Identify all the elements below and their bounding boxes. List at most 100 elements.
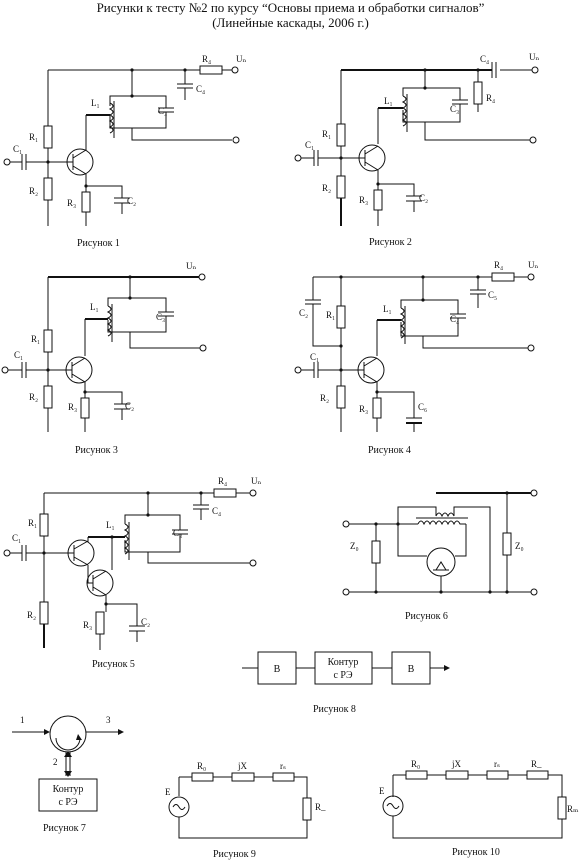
- label-r1: R₁: [322, 129, 331, 139]
- figure-9: E R₀ jX rₛ R_ Рисунок 9: [165, 761, 326, 860]
- caption-fig-4: Рисунок 4: [368, 445, 411, 456]
- figure-5: R₄ Uₙ C₄ L₁ C₃ R₁ C₁ R₂ R₃ C₂ Рисунок 5: [3, 476, 261, 670]
- caption-fig-10: Рисунок 10: [452, 847, 500, 858]
- label-c2: C₂: [299, 308, 308, 318]
- page-title: Рисунки к тесту №2 по курсу “Основы прие…: [96, 0, 485, 15]
- caption-fig-8: Рисунок 8: [313, 704, 356, 715]
- figure-6: Z₀ Z₀ Рисунок 6: [342, 489, 538, 622]
- resistor-rm: [557, 796, 567, 820]
- label-un: Uₙ: [186, 261, 196, 271]
- label-c1: C₁: [305, 140, 314, 150]
- terminal-in: [3, 158, 11, 166]
- terminal-in: [1, 366, 9, 374]
- label-c1: C₁: [12, 533, 21, 543]
- resistor-r1: [336, 123, 346, 147]
- label-un: Uₙ: [529, 52, 539, 62]
- terminal-un: [249, 489, 257, 497]
- label-c1: C₁: [13, 144, 22, 154]
- label-r: R_: [531, 759, 542, 769]
- terminal-out-bottom: [530, 588, 538, 596]
- label-c6: C₆: [418, 402, 427, 412]
- label-r-load: R_: [315, 802, 326, 812]
- label-r2: R₂: [29, 186, 38, 196]
- label-r1: R₁: [326, 310, 335, 320]
- port-2-label: 2: [53, 757, 58, 767]
- terminal-out: [232, 136, 240, 144]
- label-r4: R₄: [486, 93, 495, 103]
- label-c4: C₄: [480, 54, 489, 64]
- label-z0-left: Z₀: [350, 541, 359, 551]
- port-1-label: 1: [20, 715, 25, 725]
- resistor-r4: [199, 65, 223, 75]
- figure-10: E R₀ jX rₛ R_ Rₘ Рисунок 10: [379, 759, 579, 858]
- label-r3: R₃: [68, 402, 77, 412]
- figure-8: В Контур с РЭ В Рисунок 8: [242, 651, 450, 715]
- terminal-out: [249, 559, 257, 567]
- resistor-r4: [213, 488, 237, 498]
- label-r2: R₂: [320, 393, 329, 403]
- label-c2: C₂: [141, 617, 150, 627]
- label-l1: L₁: [384, 96, 393, 106]
- label-c1: C₁: [310, 352, 319, 362]
- label-un: Uₙ: [251, 476, 261, 486]
- resistor-r2: [43, 385, 53, 409]
- resistor-r3: [372, 397, 382, 419]
- label-rs: rₛ: [280, 761, 286, 771]
- label-r3: R₃: [359, 404, 368, 414]
- label-un: Uₙ: [236, 54, 246, 64]
- resistor-r1: [43, 125, 53, 149]
- caption-fig-5: Рисунок 5: [92, 659, 135, 670]
- resistor-r3: [80, 397, 90, 419]
- block-contour-label-2: с РЭ: [58, 797, 78, 808]
- label-l1: L₁: [91, 98, 100, 108]
- resistor-rs: [486, 770, 509, 780]
- label-jx: jX: [237, 761, 248, 771]
- label-r2: R₂: [27, 610, 36, 620]
- label-e: E: [379, 786, 385, 796]
- figure-4: R₄ Uₙ C₅ C₂ R₁ L₁ C₄ C₁ R₂ R₃ C₆ Рисунок…: [294, 260, 538, 456]
- label-r3: R₃: [83, 620, 92, 630]
- terminal-out-top: [530, 489, 538, 497]
- label-c4: C₄: [212, 506, 221, 516]
- terminal-out: [529, 136, 537, 144]
- resistor-r3: [95, 611, 105, 635]
- label-c2: C₂: [127, 196, 136, 206]
- label-r2: R₂: [322, 183, 331, 193]
- block-contour-label-2: с РЭ: [333, 670, 353, 681]
- resistor-r0: [191, 772, 214, 782]
- resistor-r3: [81, 191, 91, 213]
- block-b2-label: В: [408, 664, 415, 675]
- label-c2: C₂: [125, 401, 134, 411]
- terminal-un: [531, 66, 539, 74]
- block-contour-label-1: Контур: [53, 784, 84, 795]
- label-un: Uₙ: [528, 260, 538, 270]
- terminal-in: [3, 549, 11, 557]
- resistor-r2: [336, 175, 346, 199]
- block-contour-label-1: Контур: [328, 657, 359, 668]
- figure-7: 1 3 2 Контур с РЭ Рисунок 7: [12, 715, 124, 834]
- resistor-r: [526, 770, 549, 780]
- label-rm: Rₘ: [567, 804, 579, 814]
- label-jx: jX: [451, 759, 462, 769]
- terminal-un: [231, 66, 239, 74]
- resistor-r4: [473, 81, 483, 105]
- label-c1: C₁: [14, 350, 23, 360]
- label-r1: R₁: [31, 334, 40, 344]
- terminal-in-bottom: [342, 588, 350, 596]
- resistor-r-load: [302, 797, 312, 821]
- figure-3: Uₙ L₁ C₃ R₁ C₁ R₂ R₃ C₂ Рисунок 3: [1, 261, 207, 456]
- caption-fig-2: Рисунок 2: [369, 237, 412, 248]
- label-r4: R₄: [218, 476, 227, 486]
- caption-fig-6: Рисунок 6: [405, 611, 448, 622]
- label-l1: L₁: [106, 520, 115, 530]
- port-3-label: 3: [106, 715, 111, 725]
- label-r2: R₂: [29, 392, 38, 402]
- transistor-q2: [86, 569, 114, 597]
- label-c3: C₃: [158, 106, 167, 116]
- label-c5: C₅: [488, 290, 497, 300]
- terminal-un: [198, 273, 206, 281]
- label-e: E: [165, 787, 171, 797]
- reactance-jx: [231, 772, 255, 782]
- terminal-un: [527, 273, 535, 281]
